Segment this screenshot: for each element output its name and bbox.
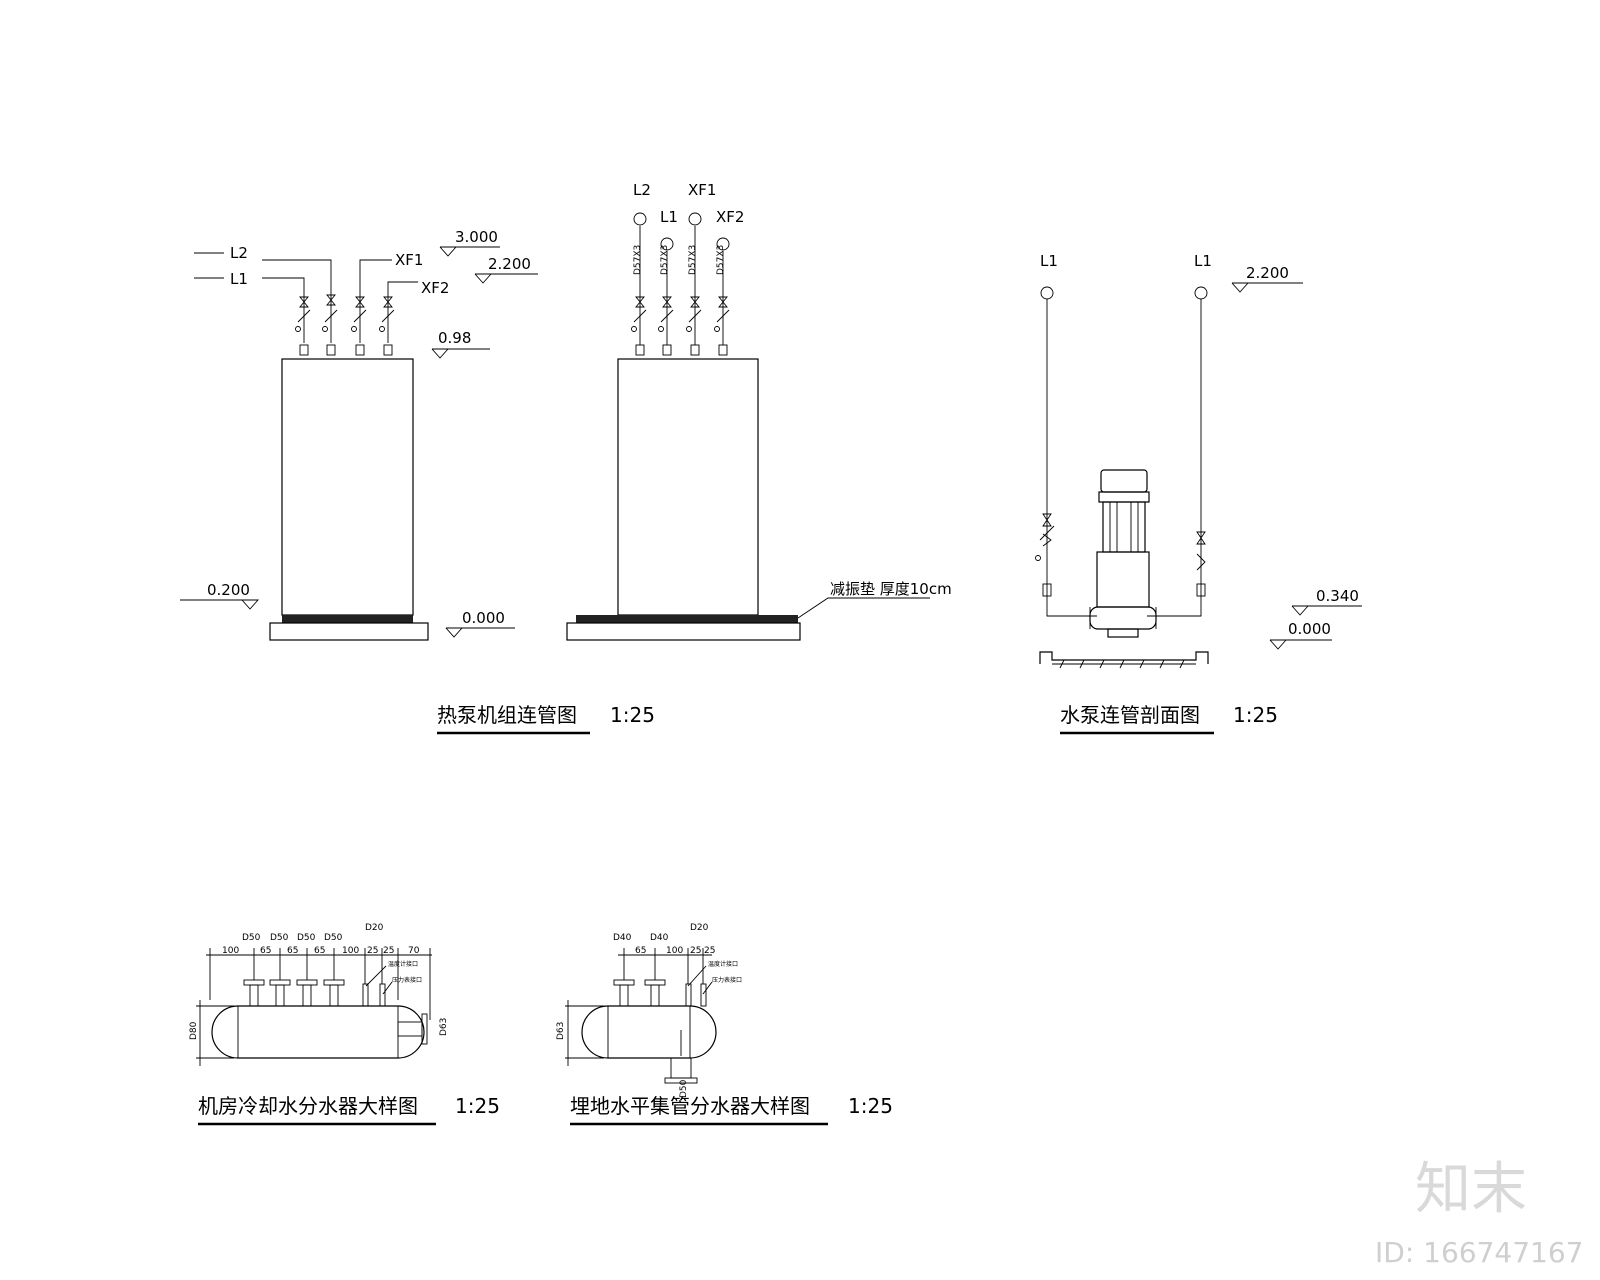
collector-scale: 1:25	[848, 1094, 893, 1118]
pump-elevation-0340: 0.340	[1291, 587, 1362, 616]
watermark-id: ID: 166747167	[1375, 1236, 1583, 1269]
collector-title: 埋地水平集管分水器大样图	[570, 1094, 810, 1118]
pump-motor-cap	[1100, 469, 1148, 493]
svg-text:100: 100	[666, 946, 683, 956]
svg-text:D80: D80	[189, 1021, 199, 1040]
pump-label-l1-left: L1	[1040, 252, 1058, 270]
elevation-0200: 0.200	[180, 581, 260, 610]
svg-text:D20: D20	[690, 923, 709, 933]
svg-text:压力表接口: 压力表接口	[712, 976, 742, 984]
water-pump-scale: 1:25	[1233, 703, 1278, 727]
pipe-l2	[262, 259, 332, 343]
elevation-098: 0.98	[431, 329, 490, 359]
svg-text:D20: D20	[365, 923, 384, 933]
heat-pump-unit-body-side	[617, 358, 759, 616]
svg-text:25: 25	[690, 946, 701, 956]
svg-text:100: 100	[342, 946, 359, 956]
pump-volute	[1089, 606, 1157, 630]
svg-text:70: 70	[408, 946, 420, 956]
svg-text:25: 25	[367, 946, 378, 956]
svg-text:65: 65	[287, 946, 298, 956]
svg-text:100: 100	[222, 946, 239, 956]
pipe-xf1	[359, 259, 392, 343]
heat-pump-title: 热泵机组连管图	[437, 703, 577, 727]
svg-text:温度计接口: 温度计接口	[708, 960, 738, 968]
pump-motor-ring	[1098, 491, 1150, 503]
side-label-xf1: XF1	[688, 181, 716, 199]
label-xf2: XF2	[421, 279, 449, 297]
distributor-title: 机房冷却水分水器大样图	[198, 1094, 418, 1118]
label-l2: L2	[230, 244, 248, 262]
pump-casing	[1096, 551, 1150, 608]
svg-text:0.000: 0.000	[1288, 620, 1331, 638]
pump-label-l1-right: L1	[1194, 252, 1212, 270]
label-xf1: XF1	[395, 251, 423, 269]
elevation-0000: 0.000	[445, 609, 515, 638]
concrete-base-side	[566, 622, 801, 641]
elevation-3000: 3.000	[439, 228, 500, 257]
svg-text:0.000: 0.000	[462, 609, 505, 627]
pipe-xf2	[387, 281, 418, 343]
svg-text:3.000: 3.000	[455, 228, 498, 246]
svg-text:65: 65	[635, 946, 646, 956]
pipe-spec-4: D57X3	[716, 245, 726, 275]
pipe-l1	[262, 277, 305, 343]
heat-pump-front-view: L2 L1 XF1 XF2 3.000 2.200 0.98 0.200	[180, 228, 655, 735]
svg-text:D50: D50	[242, 933, 261, 943]
buried-collector-detail: D40 D40 D20 65 100 25 25 D63 D50 温度计接口 压…	[556, 923, 893, 1126]
distributor-vessel	[211, 1005, 425, 1059]
svg-text:D63: D63	[556, 1022, 566, 1040]
svg-text:65: 65	[314, 946, 325, 956]
svg-text:25: 25	[383, 946, 394, 956]
svg-text:25: 25	[704, 946, 715, 956]
vibration-pad	[282, 615, 413, 623]
heat-pump-unit-body	[281, 358, 414, 616]
cooling-distributor-detail: D50 D50 D50 D50 D20 100 65 65 65 100 25 …	[189, 923, 500, 1126]
svg-text:65: 65	[260, 946, 271, 956]
svg-text:D50: D50	[679, 1079, 689, 1098]
elevation-2200: 2.200	[474, 255, 538, 284]
side-label-xf2: XF2	[716, 208, 744, 226]
side-label-l1: L1	[660, 208, 678, 226]
vibration-pad-side	[576, 615, 798, 623]
svg-text:温度计接口: 温度计接口	[388, 960, 418, 968]
watermark-brand: 知末	[1415, 1157, 1527, 1222]
distributor-scale: 1:25	[455, 1094, 500, 1118]
svg-text:D40: D40	[650, 933, 669, 943]
svg-text:2.200: 2.200	[1246, 264, 1289, 282]
collector-vessel	[581, 1005, 717, 1059]
valve-group	[295, 294, 395, 356]
water-pump-title: 水泵连管剖面图	[1060, 703, 1200, 727]
heat-pump-side-view: L2 L1 XF1 XF2 D57X3 D57X3 D57X3 D57X3	[566, 181, 952, 641]
pump-elevation-2200: 2.200	[1231, 264, 1303, 293]
heat-pump-scale: 1:25	[610, 703, 655, 727]
side-label-l2: L2	[633, 181, 651, 199]
svg-text:D40: D40	[613, 933, 632, 943]
pad-note: 减振垫 厚度10cm	[830, 580, 952, 598]
pump-elevation-0000: 0.000	[1269, 620, 1332, 650]
svg-text:D50: D50	[270, 933, 289, 943]
pump-foot	[1107, 628, 1139, 638]
pump-motor-body	[1102, 501, 1146, 553]
side-valve-group	[631, 296, 730, 356]
svg-text:0.340: 0.340	[1316, 587, 1359, 605]
svg-text:压力表接口: 压力表接口	[392, 976, 422, 984]
svg-text:D50: D50	[297, 933, 316, 943]
pipe-spec-1: D57X3	[633, 245, 643, 275]
svg-text:0.200: 0.200	[207, 581, 250, 599]
svg-text:0.98: 0.98	[438, 329, 471, 347]
svg-text:D50: D50	[324, 933, 343, 943]
pipe-spec-3: D57X3	[688, 245, 698, 275]
pipe-spec-2: D57X3	[660, 245, 670, 275]
label-l1: L1	[230, 270, 248, 288]
svg-text:D63: D63	[439, 1018, 449, 1036]
concrete-base	[269, 622, 429, 641]
water-pump-section: L1 L1	[1035, 252, 1362, 735]
svg-text:2.200: 2.200	[488, 255, 531, 273]
